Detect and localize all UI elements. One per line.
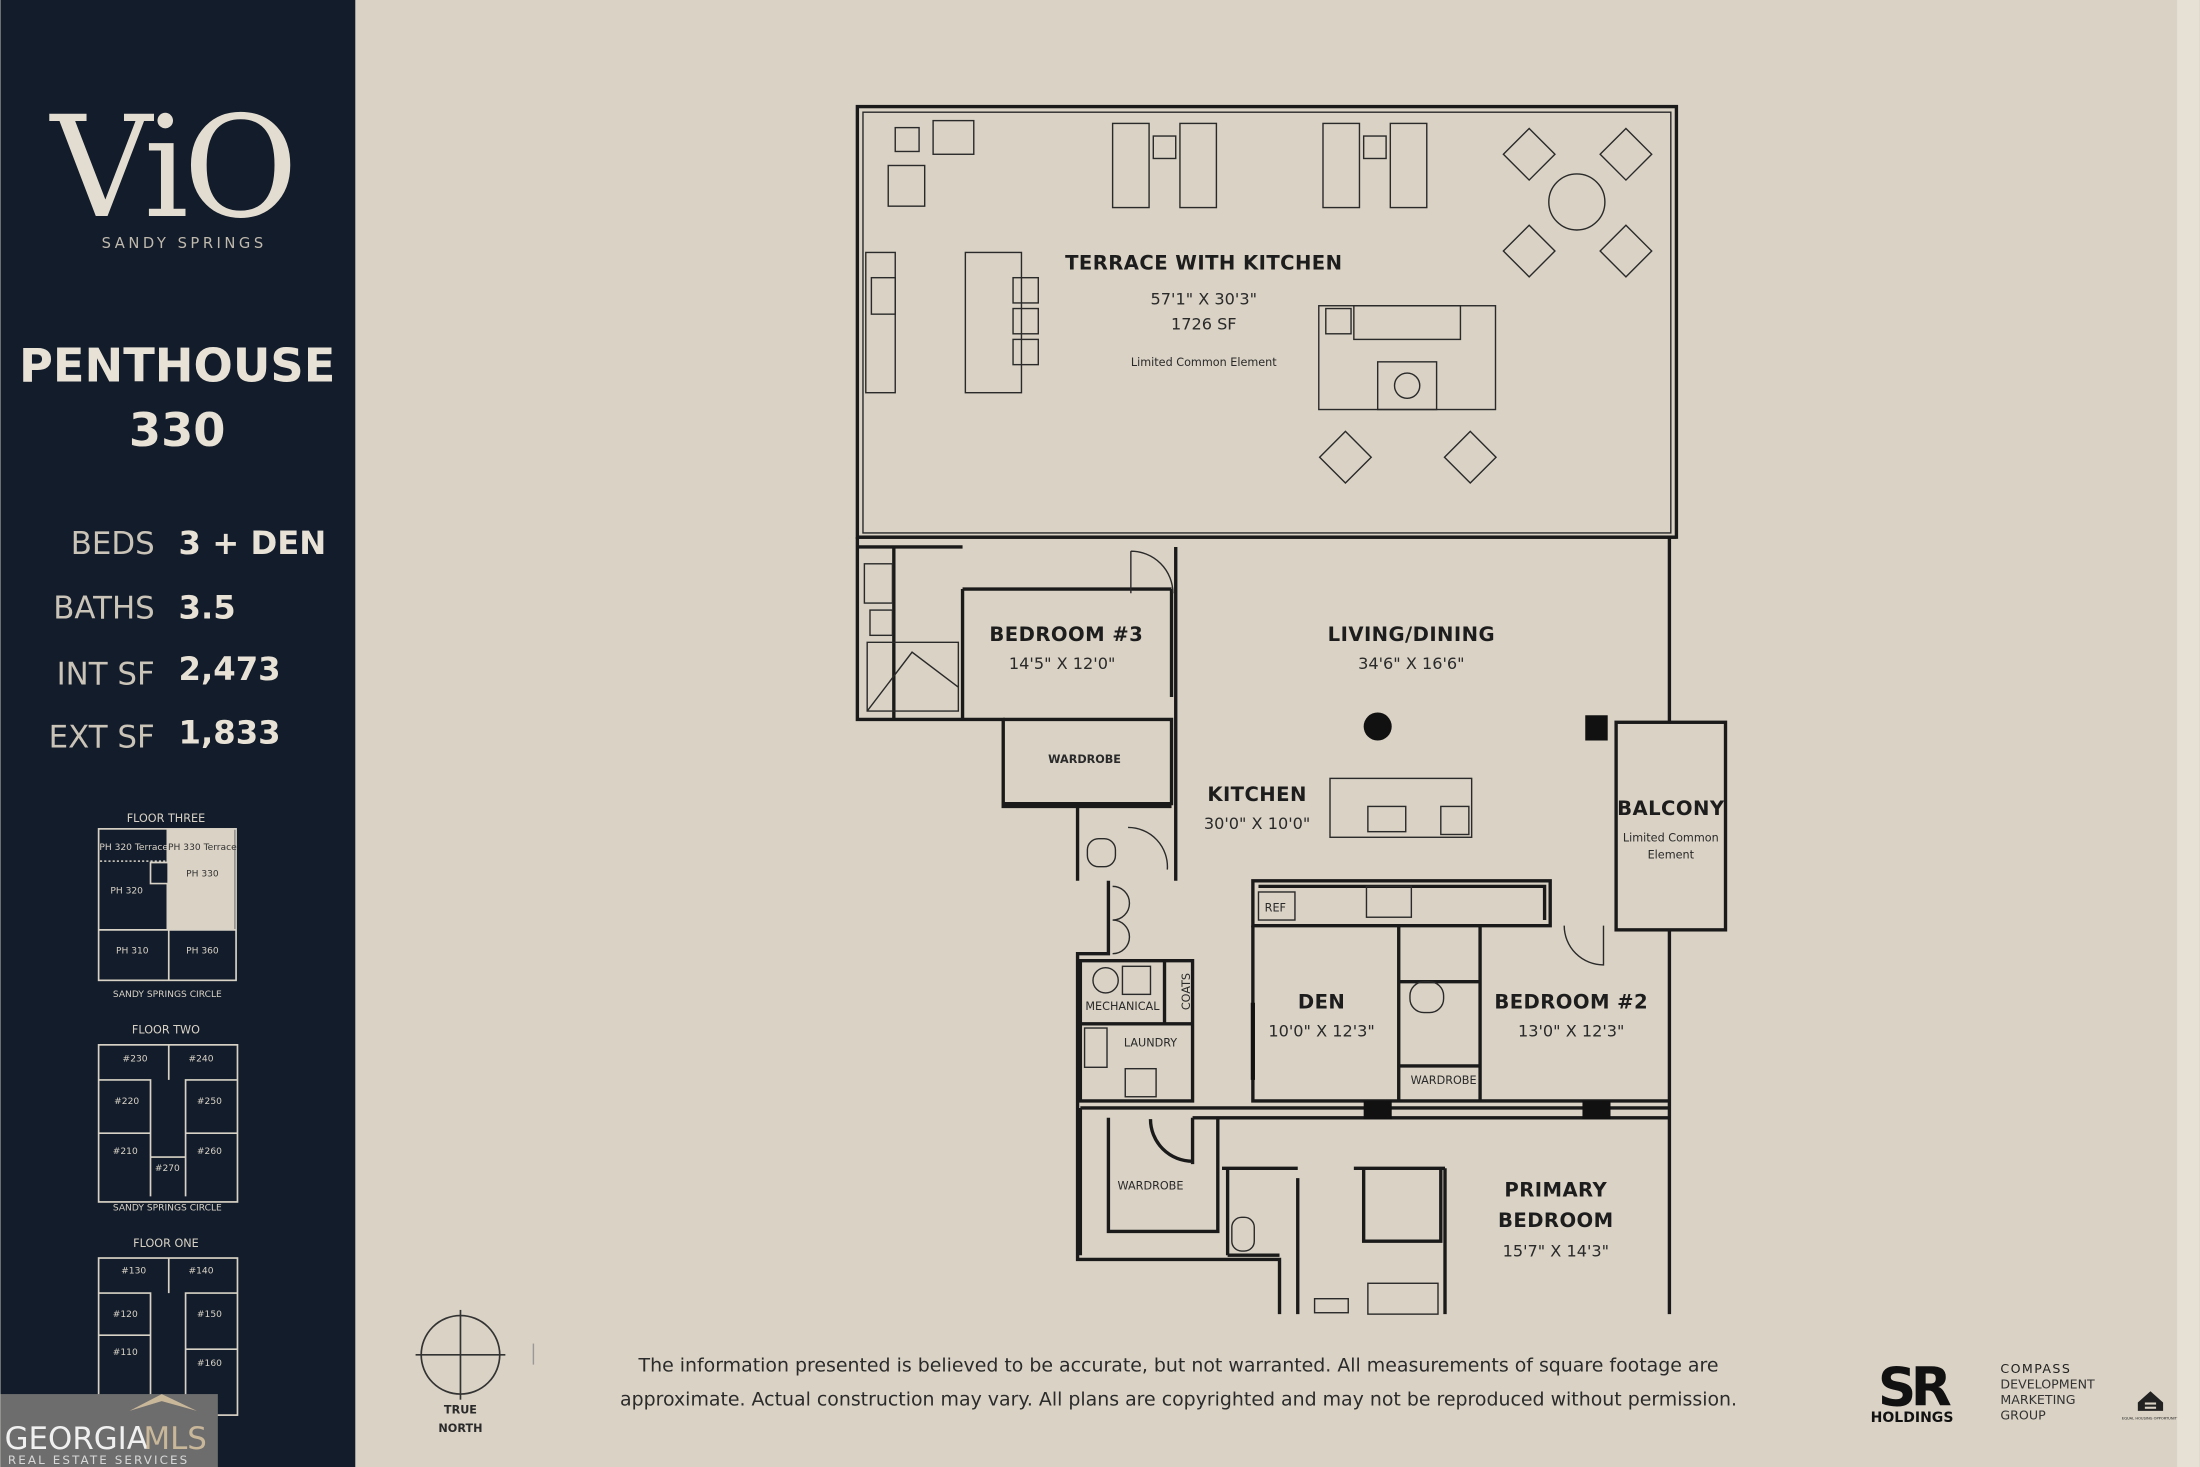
room-name-primary-bedroom: PRIMARY (1504, 1178, 1607, 1201)
logo-text: EQUAL HOUSING OPPORTUNITY (2122, 1416, 2180, 1420)
room-name-terrace: TERRACE WITH KITCHEN (1065, 251, 1342, 274)
room-dims: 13'0" X 12'3" (1518, 1021, 1624, 1040)
spec-label: INT SF (57, 656, 155, 692)
spec-baths: BATHS 3.5 (53, 588, 235, 626)
room-name-wardrobe: WARDROBE (1048, 753, 1121, 766)
spec-ext-sf: EXT SF 1,833 (49, 713, 281, 755)
room-name-kitchen: KITCHEN (1207, 783, 1307, 806)
location-label: SANDY SPRINGS (102, 235, 267, 252)
spec-value: 3.5 (179, 588, 236, 626)
logo-text: DEVELOPMENT (2000, 1376, 2095, 1391)
disclaimer-text: approximate. Actual construction may var… (620, 1388, 1737, 1410)
room-name-coats: COATS (1180, 973, 1193, 1010)
room-name-bedroom-3: BEDROOM #3 (989, 623, 1143, 646)
georgia-mls-watermark: GEORGIA MLS REAL ESTATE SERVICES (0, 1394, 218, 1467)
room-dims: 30'0" X 10'0" (1204, 814, 1310, 833)
vio-logo: ViO (49, 87, 293, 250)
unit-label: PH 320 Terrace (99, 843, 168, 853)
compass-development-logo: COMPASS DEVELOPMENT MARKETING GROUP (2000, 1361, 2095, 1422)
key-plan-title: FLOOR TWO (132, 1024, 200, 1037)
key-plan-title: FLOOR ONE (133, 1237, 199, 1250)
compass-label: NORTH (438, 1422, 482, 1435)
unit-label: #130 (121, 1266, 146, 1276)
unit-label: #120 (113, 1310, 138, 1320)
room-dims: 15'7" X 14'3" (1503, 1242, 1609, 1261)
unit-label: PH 360 (186, 947, 219, 957)
north-arrow-icon: TRUE NORTH (415, 1309, 506, 1435)
spec-label: BATHS (53, 590, 154, 626)
room-dims: 14'5" X 12'0" (1009, 654, 1115, 673)
room-note: Limited Common Element (1131, 356, 1277, 369)
spec-beds: BEDS 3 + DEN (71, 524, 327, 562)
unit-label: PH 330 (186, 870, 219, 880)
sr-holdings-logo: SR HOLDINGS (1871, 1356, 1957, 1426)
unit-label: #240 (188, 1055, 213, 1065)
unit-label: #270 (155, 1164, 180, 1174)
equal-housing-icon: EQUAL HOUSING OPPORTUNITY (2122, 1391, 2180, 1420)
street-label: SANDY SPRINGS CIRCLE (113, 1203, 222, 1213)
spec-value: 1,833 (179, 713, 281, 751)
terrace-furniture (865, 119, 1653, 484)
room-note: Element (1648, 848, 1695, 861)
unit-label: #210 (113, 1147, 138, 1157)
spec-label: BEDS (71, 526, 155, 562)
unit-title: PENTHOUSE (19, 338, 335, 392)
floor-plan: TERRACE WITH KITCHEN 57'1" X 30'3" 1726 … (855, 104, 1728, 1315)
sidebar (0, 0, 356, 1467)
unit-label: #250 (197, 1097, 222, 1107)
room-note: Limited Common (1623, 831, 1719, 844)
unit-label: #260 (197, 1147, 222, 1157)
unit-label: PH 310 (116, 947, 149, 957)
unit-number: 330 (129, 403, 226, 457)
room-name-den: DEN (1298, 990, 1345, 1013)
room-name-living-dining: LIVING/DINING (1328, 623, 1495, 646)
unit-label: #230 (123, 1055, 148, 1065)
room-dims: 34'6" X 16'6" (1358, 654, 1464, 673)
unit-label: #140 (188, 1266, 213, 1276)
logo-text: MARKETING (2000, 1392, 2075, 1407)
key-plan-floor-three: FLOOR THREE PH 320 Terrace PH 330 Terrac… (97, 812, 237, 1000)
logo-mark: SR (1878, 1356, 1951, 1418)
unit-label: #110 (113, 1348, 138, 1358)
mls-text: GEORGIA (5, 1421, 148, 1457)
key-plan-floor-one: FLOOR ONE #130 #140 #120 #150 #110 #160 (97, 1237, 239, 1416)
unit-label: #220 (114, 1097, 139, 1107)
mls-subtext: REAL ESTATE SERVICES (8, 1453, 189, 1467)
appliance-ref: REF (1265, 902, 1286, 915)
spec-label: EXT SF (49, 720, 155, 756)
spec-value: 2,473 (179, 650, 281, 688)
logo-text: COMPASS (2000, 1361, 2071, 1376)
key-plan-title: FLOOR THREE (127, 812, 205, 825)
key-plan-floor-two: FLOOR TWO #230 #240 #220 #250 #210 #270 … (97, 1024, 239, 1213)
logo-text: GROUP (2000, 1407, 2046, 1422)
room-dims: 57'1" X 30'3" (1151, 289, 1257, 308)
room-name-mechanical: MECHANICAL (1085, 1000, 1160, 1013)
unit-label: #160 (197, 1359, 222, 1369)
room-name-primary-bedroom: BEDROOM (1498, 1209, 1614, 1232)
room-name-wardrobe: WARDROBE (1411, 1074, 1477, 1087)
room-name-bedroom-2: BEDROOM #2 (1494, 990, 1648, 1013)
spec-int-sf: INT SF 2,473 (57, 650, 281, 692)
spec-value: 3 + DEN (179, 524, 327, 562)
room-name-balcony: BALCONY (1617, 797, 1725, 820)
room-area: 1726 SF (1171, 315, 1237, 334)
highlighted-unit (167, 828, 235, 930)
logo-text: HOLDINGS (1871, 1410, 1954, 1426)
unit-label: #150 (197, 1310, 222, 1320)
page-edge (2177, 0, 2200, 1467)
unit-label: PH 330 Terrace (168, 843, 237, 853)
disclaimer-text: The information presented is believed to… (638, 1355, 1719, 1377)
unit-label: PH 320 (110, 886, 143, 896)
room-name-laundry: LAUNDRY (1124, 1036, 1177, 1049)
street-label: SANDY SPRINGS CIRCLE (113, 990, 222, 1000)
mls-text: MLS (144, 1421, 207, 1457)
room-name-wardrobe: WARDROBE (1118, 1179, 1184, 1192)
compass-label: TRUE (444, 1404, 477, 1417)
column (1363, 712, 1392, 741)
room-dims: 10'0" X 12'3" (1268, 1021, 1374, 1040)
